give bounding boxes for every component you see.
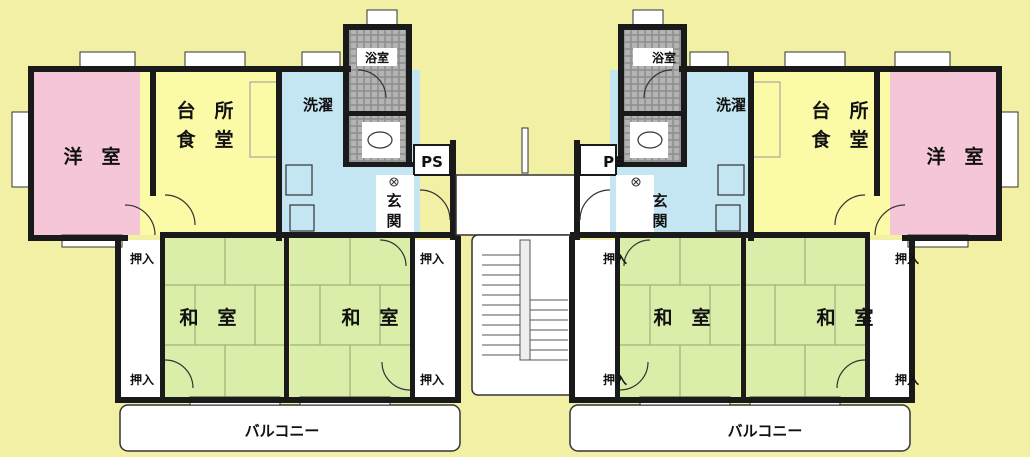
label-entrance-left-2: 関 bbox=[386, 212, 401, 230]
label-ps-right: PS bbox=[603, 153, 625, 171]
unit-right bbox=[569, 9, 1019, 452]
closet-left-2 bbox=[410, 240, 455, 275]
closet-left-4 bbox=[410, 358, 455, 398]
label-closet-left-4: 押入 bbox=[420, 372, 444, 387]
unit-left bbox=[11, 9, 461, 452]
stairwell bbox=[455, 127, 617, 396]
label-bath-left: 浴室 bbox=[365, 50, 389, 65]
label-closet-right-2: 押入 bbox=[895, 251, 919, 266]
label-entrance-right-1: 玄 bbox=[652, 192, 667, 210]
label-entrance-left-1: 玄 bbox=[386, 192, 401, 210]
label-laundry-left: 洗濯 bbox=[303, 96, 333, 114]
label-kitchen-left-2: 食 堂 bbox=[176, 128, 233, 151]
kitchen-dining-left bbox=[140, 70, 280, 235]
label-kitchen-left-1: 台 所 bbox=[176, 99, 233, 122]
label-japanese-room-right-b: 和 室 bbox=[816, 306, 873, 329]
label-laundry-right: 洗濯 bbox=[716, 96, 746, 114]
label-kitchen-right-2: 食 堂 bbox=[811, 128, 868, 151]
label-kitchen-right-1: 台 所 bbox=[811, 99, 868, 122]
label-ps-left: PS bbox=[421, 153, 443, 171]
label-japanese-room-left-b: 和 室 bbox=[341, 306, 398, 329]
label-bath-right: 浴室 bbox=[652, 50, 676, 65]
label-closet-right-3: 押入 bbox=[603, 372, 627, 387]
balcony-left bbox=[119, 404, 461, 452]
label-entrance-right-2: 関 bbox=[652, 212, 667, 230]
label-balcony-right: バルコニー bbox=[728, 422, 803, 440]
label-japanese-room-right-a: 和 室 bbox=[653, 306, 710, 329]
label-closet-left-3: 押入 bbox=[130, 372, 154, 387]
label-closet-left-1: 押入 bbox=[130, 251, 154, 266]
entrance-left bbox=[376, 175, 414, 235]
label-balcony-left: バルコニー bbox=[245, 422, 320, 440]
closet-left-1 bbox=[120, 240, 165, 275]
closet-left-3 bbox=[120, 358, 165, 398]
bath-left bbox=[347, 28, 408, 113]
label-closet-left-2: 押入 bbox=[420, 251, 444, 266]
label-western-room-left: 洋 室 bbox=[63, 145, 120, 168]
label-closet-right-1: 押入 bbox=[603, 251, 627, 266]
label-western-room-right: 洋 室 bbox=[926, 145, 983, 168]
label-closet-right-4: 押入 bbox=[895, 372, 919, 387]
label-japanese-room-left-a: 和 室 bbox=[179, 306, 236, 329]
